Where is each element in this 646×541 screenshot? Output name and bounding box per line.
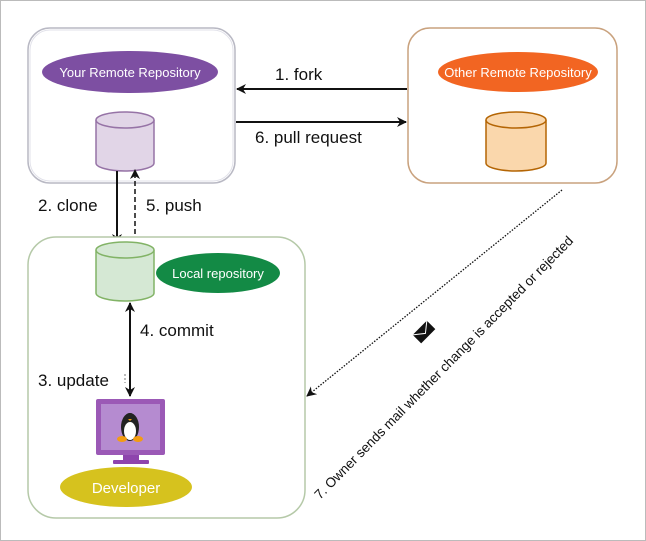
your-remote-label: Your Remote Repository <box>59 65 201 80</box>
clone-label: 2. clone <box>38 196 98 215</box>
your-remote-label-pill <box>42 51 218 93</box>
database-icon <box>95 111 155 172</box>
other-remote-repository-node: Other Remote Repository <box>407 27 618 184</box>
update-label: 3. update <box>38 371 109 390</box>
envelope-icon <box>412 320 436 344</box>
developer-pill <box>60 467 192 507</box>
local-repository-pill <box>156 253 280 293</box>
other-remote-label: Other Remote Repository <box>444 65 592 80</box>
your-remote-repository-node: Your Remote Repository <box>27 27 236 184</box>
other-remote-label-pill <box>438 52 598 92</box>
fork-label: 1. fork <box>275 65 323 84</box>
developer-label: Developer <box>92 480 160 497</box>
commit-label: 4. commit <box>140 321 214 340</box>
database-icon <box>95 241 155 302</box>
pull-request-label: 6. pull request <box>255 128 362 147</box>
database-icon <box>485 111 547 172</box>
linux-monitor-icon <box>96 399 165 464</box>
local-repository-label: Local repository <box>172 266 264 281</box>
mail-arrow <box>306 189 563 397</box>
push-label: 5. push <box>146 196 202 215</box>
local-environment-node: Local repository 4. commit 3. update Dev… <box>27 236 306 519</box>
